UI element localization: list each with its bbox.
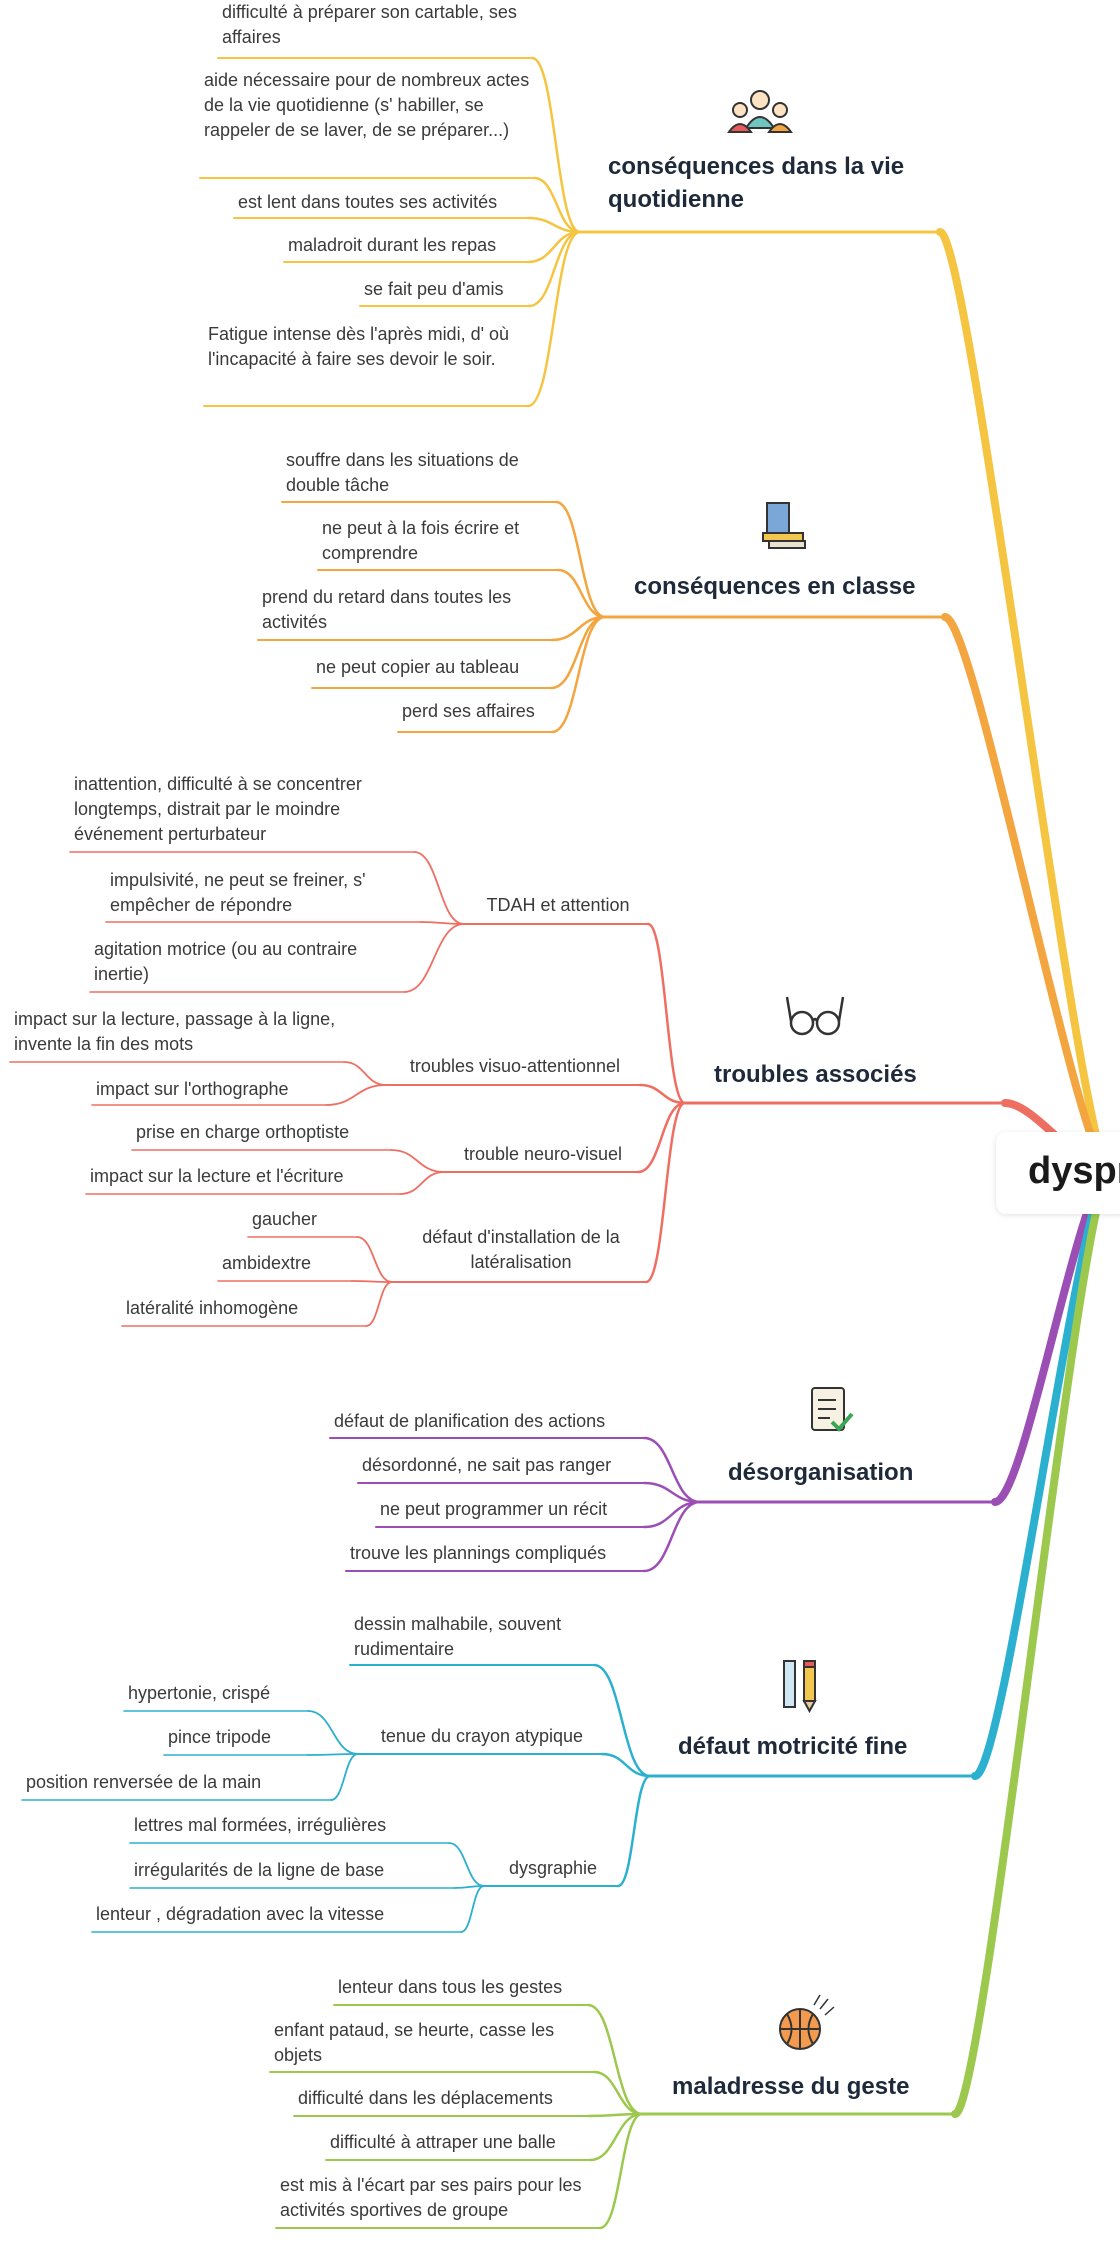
leaf-topic[interactable]: inattention, difficulté à se concentrer … <box>74 774 362 844</box>
subtopic[interactable]: dysgraphie <box>508 1858 598 1878</box>
topic-4[interactable]: défaut motricité fine <box>678 1733 908 1760</box>
checklist-icon <box>811 1387 854 1432</box>
leaf-topic[interactable]: Fatigue intense dès l'après midi, d' où … <box>208 324 510 369</box>
subtopic[interactable]: trouble neuro-visuel <box>463 1144 623 1164</box>
leaf-topic[interactable]: trouve les plannings compliqués <box>350 1543 607 1563</box>
pencil-ruler-icon <box>783 1660 817 1714</box>
leaf-connector <box>638 1083 687 1105</box>
topic-0[interactable]: conséquences dans la vie quotidienne <box>608 153 905 213</box>
leaf-topic[interactable]: ne peut copier au tableau <box>316 657 520 677</box>
leaf-topic[interactable]: difficulté à attraper une balle <box>330 2132 556 2152</box>
leaf-topic[interactable]: défaut de planification des actions <box>334 1411 606 1431</box>
subtopic[interactable]: TDAH et attention <box>486 895 630 915</box>
branch-connector <box>936 228 1114 1176</box>
leaf-topic[interactable]: aide nécessaire pour de nombreux actes d… <box>204 70 530 140</box>
topic-5[interactable]: maladresse du geste <box>672 2073 910 2100</box>
leaf-topic[interactable]: lettres mal formées, irrégulières <box>134 1815 387 1835</box>
leaf-connector <box>399 1171 445 1195</box>
leaf-connector <box>550 615 607 734</box>
leaf-topic[interactable]: prise en charge orthoptiste <box>136 1122 350 1142</box>
leaf-connector <box>600 1752 652 1778</box>
leaf-topic[interactable]: souffre dans les situations de double tâ… <box>286 450 519 495</box>
leaf-topic[interactable]: hypertonie, crispé <box>128 1683 271 1703</box>
leaf-connector <box>413 851 465 925</box>
leaf-connector <box>598 2112 644 2230</box>
leaf-connector <box>330 1753 359 1801</box>
leaf-connector <box>636 1101 687 1174</box>
leaf-topic[interactable]: gaucher <box>252 1209 318 1229</box>
leaf-topic[interactable]: ne peut à la fois écrire et comprendre <box>322 518 520 563</box>
leaf-connector <box>556 568 607 619</box>
leaf-connector <box>530 56 582 234</box>
family-icon <box>727 90 793 133</box>
leaf-connector <box>532 176 582 234</box>
topic-3[interactable]: désorganisation <box>728 1459 914 1486</box>
leaf-topic[interactable]: est mis à l'écart par ses pairs pour les… <box>280 2175 582 2220</box>
leaf-topic[interactable]: maladroit durant les repas <box>288 235 497 255</box>
subtopic[interactable]: tenue du crayon atypique <box>380 1726 584 1746</box>
branch-connector <box>951 1168 1114 2118</box>
leaf-connector <box>307 1710 359 1755</box>
leaf-topic[interactable]: lenteur dans tous les gestes <box>338 1977 563 1997</box>
leaf-connector <box>592 2070 644 2116</box>
leaf-topic[interactable]: latéralité inhomogène <box>126 1298 299 1318</box>
leaf-connector <box>554 500 607 619</box>
leaf-connector <box>351 1280 393 1283</box>
leaf-topic[interactable]: se fait peu d'amis <box>364 279 504 299</box>
glasses-icon <box>785 996 845 1036</box>
leaf-connector <box>448 1842 485 1887</box>
topic-2[interactable]: troubles associés <box>714 1061 917 1088</box>
leaf-topic[interactable]: désordonné, ne sait pas ranger <box>362 1455 612 1475</box>
leaf-topic[interactable]: dessin malhabile, souvent rudimentaire <box>354 1614 562 1659</box>
leaf-topic[interactable]: agitation motrice (ou au contraire inert… <box>94 939 358 984</box>
leaf-topic[interactable]: prend du retard dans toutes les activité… <box>262 587 512 632</box>
leaf-topic[interactable]: perd ses affaires <box>402 701 535 721</box>
leaf-connector <box>365 1281 393 1327</box>
leaf-topic[interactable]: difficulté dans les déplacements <box>298 2088 553 2108</box>
leaf-connector <box>616 1774 652 1888</box>
subtopic[interactable]: défaut d'installation de la latéralisati… <box>422 1227 620 1272</box>
leaf-connector <box>356 1236 393 1283</box>
leaf-connector <box>325 1084 387 1106</box>
leaf-connector <box>307 1753 359 1756</box>
leaf-connector <box>586 2003 644 2116</box>
leaf-connector <box>642 1500 702 1573</box>
leaf-topic[interactable]: impact sur la lecture, passage à la lign… <box>14 1009 336 1054</box>
leaf-connector <box>527 230 582 308</box>
leaf-topic[interactable]: irrégularités de la ligne de base <box>134 1860 385 1880</box>
topic-1[interactable]: conséquences en classe <box>634 573 916 600</box>
leaf-connector <box>453 1885 485 1889</box>
leaf-topic[interactable]: enfant pataud, se heurte, casse les obje… <box>274 2020 555 2065</box>
leaf-topic[interactable]: impact sur la lecture et l'écriture <box>90 1166 344 1186</box>
basketball-icon <box>779 1994 835 2050</box>
leaf-topic[interactable]: position renversée de la main <box>26 1772 262 1792</box>
leaf-topic[interactable]: lenteur , dégradation avec la vitesse <box>96 1904 385 1924</box>
leaf-connector <box>588 2112 644 2162</box>
leaf-connector <box>592 1663 652 1778</box>
leaf-connector <box>460 1885 485 1933</box>
leaf-connector <box>403 923 465 993</box>
leaf-topic[interactable]: difficulté à préparer son cartable, ses … <box>222 2 517 47</box>
leaf-topic[interactable]: ambidextre <box>222 1253 312 1273</box>
central-topic-box[interactable] <box>996 1132 1120 1214</box>
leaf-topic[interactable]: pince tripode <box>168 1727 272 1747</box>
leaf-topic[interactable]: impact sur l'orthographe <box>96 1079 289 1099</box>
leaf-connector <box>343 1061 387 1086</box>
leaf-topic[interactable]: ne peut programmer un récit <box>380 1499 608 1519</box>
leaf-topic[interactable]: impulsivité, ne peut se freiner, s' empê… <box>110 870 366 915</box>
leaf-connector <box>644 1101 687 1284</box>
leaf-connector <box>646 922 687 1105</box>
books-icon <box>762 502 806 549</box>
leaf-connector <box>390 1149 445 1173</box>
subtopic[interactable]: troubles visuo-attentionnel <box>409 1056 621 1076</box>
central-topic-title: dyspr <box>1028 1150 1120 1192</box>
leaf-topic[interactable]: est lent dans toutes ses activités <box>238 192 498 212</box>
leaf-connector <box>642 1436 702 1504</box>
leaf-connector <box>526 230 582 408</box>
